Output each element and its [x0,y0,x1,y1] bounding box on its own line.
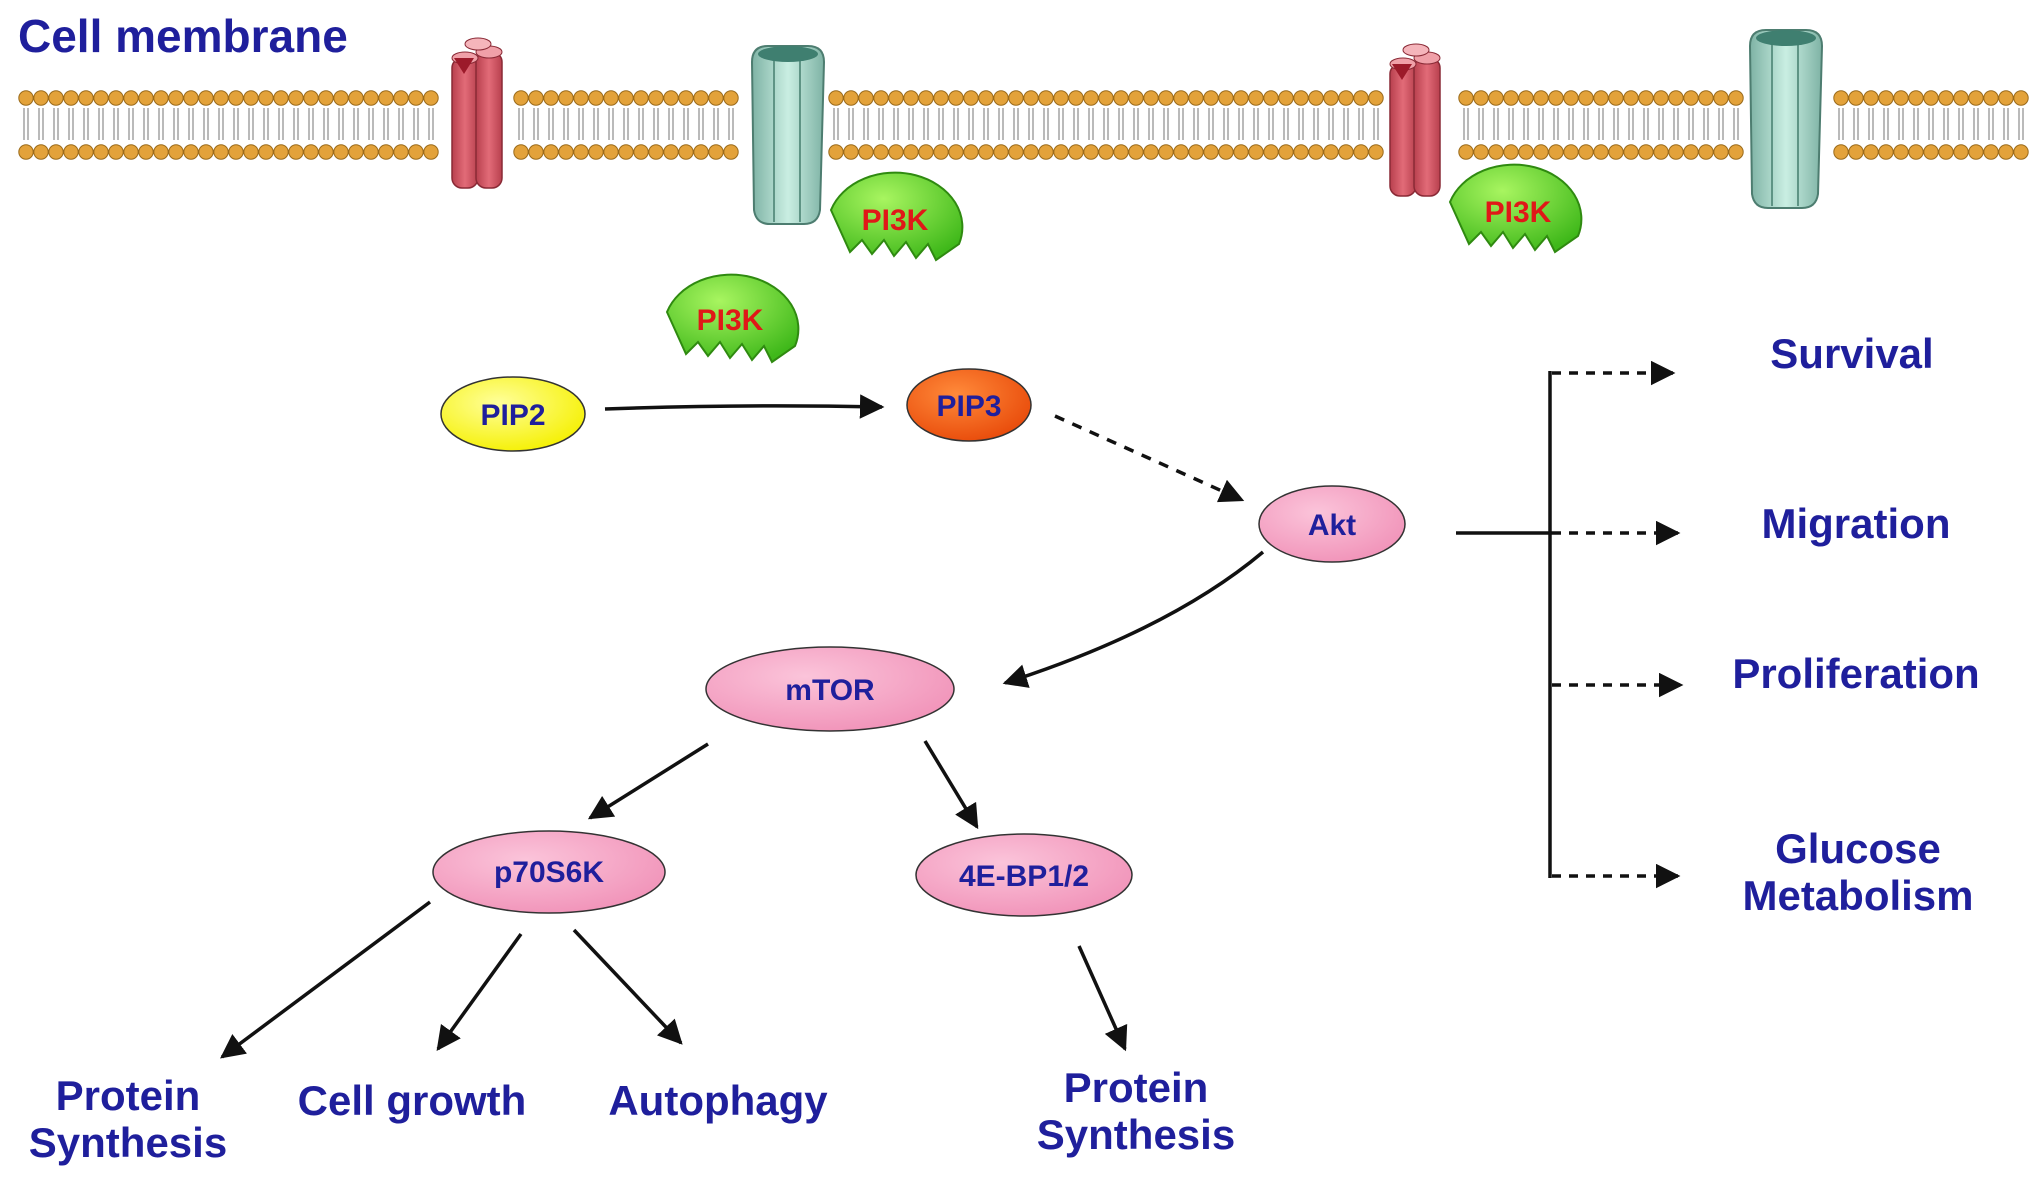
node-pip2: PIP2 [440,376,586,452]
p70s6k-label: p70S6K [494,856,604,889]
receptor-green-1 [750,45,826,225]
glucose-label: Glucose [1775,825,1941,872]
arrow-akt-to-mtor [1002,550,1265,688]
protein-synthesis-2-line2: Synthesis [1037,1111,1235,1158]
pip3-label: PIP3 [936,390,1001,423]
receptor-red-2 [1389,43,1441,197]
node-mtor: mTOR [705,646,955,732]
proliferation-label: Proliferation [1732,650,1979,697]
cell-growth-label: Cell growth [298,1077,527,1124]
pi3k-label-3: PI3K [697,304,764,337]
metabolism-label: Metabolism [1742,872,1973,919]
arrow-pip2-to-pip3 [604,394,885,419]
mtor-label: mTOR [785,674,875,707]
pi3k-enzyme-1: PI3K [829,171,964,262]
arrow-p70s6k-to-cell-growth [436,932,523,1051]
arrow-p70s6k-to-protein-synthesis [220,900,432,1059]
arrow-p70s6k-to-autophagy [572,928,683,1045]
survival-label: Survival [1770,330,1933,377]
pi3k-label-2: PI3K [1485,196,1552,229]
lipid-bilayer [18,90,2029,160]
pi3k-enzyme-2: PI3K [1448,163,1583,254]
pi3k-enzyme-3: PI3K [665,273,800,364]
akt-label: Akt [1308,509,1356,542]
receptor-red-1 [451,37,503,189]
arrow-mtor-to-p70s6k [587,742,709,820]
4ebp-label: 4E-BP1/2 [959,860,1089,893]
arrow-4ebp-to-protein-synthesis [1077,945,1128,1052]
receptor-green-2 [1748,29,1824,209]
pi3k-label-1: PI3K [862,204,929,237]
node-pip3: PIP3 [906,368,1032,442]
protein-synthesis-1-line1: Protein [56,1072,201,1119]
protein-synthesis-1-line2: Synthesis [29,1119,227,1166]
autophagy-label: Autophagy [608,1077,828,1124]
node-4ebp: 4E-BP1/2 [915,833,1133,917]
arrow-mtor-to-4ebp [923,740,979,830]
node-akt: Akt [1258,485,1406,563]
node-p70s6k: p70S6K [432,830,666,914]
pip2-label: PIP2 [480,399,545,432]
protein-synthesis-2-line1: Protein [1064,1064,1209,1111]
arrow-pip3-to-akt [1054,414,1245,503]
connectors [220,360,1684,1059]
cell-membrane-label: Cell membrane [18,10,348,62]
migration-label: Migration [1762,500,1951,547]
